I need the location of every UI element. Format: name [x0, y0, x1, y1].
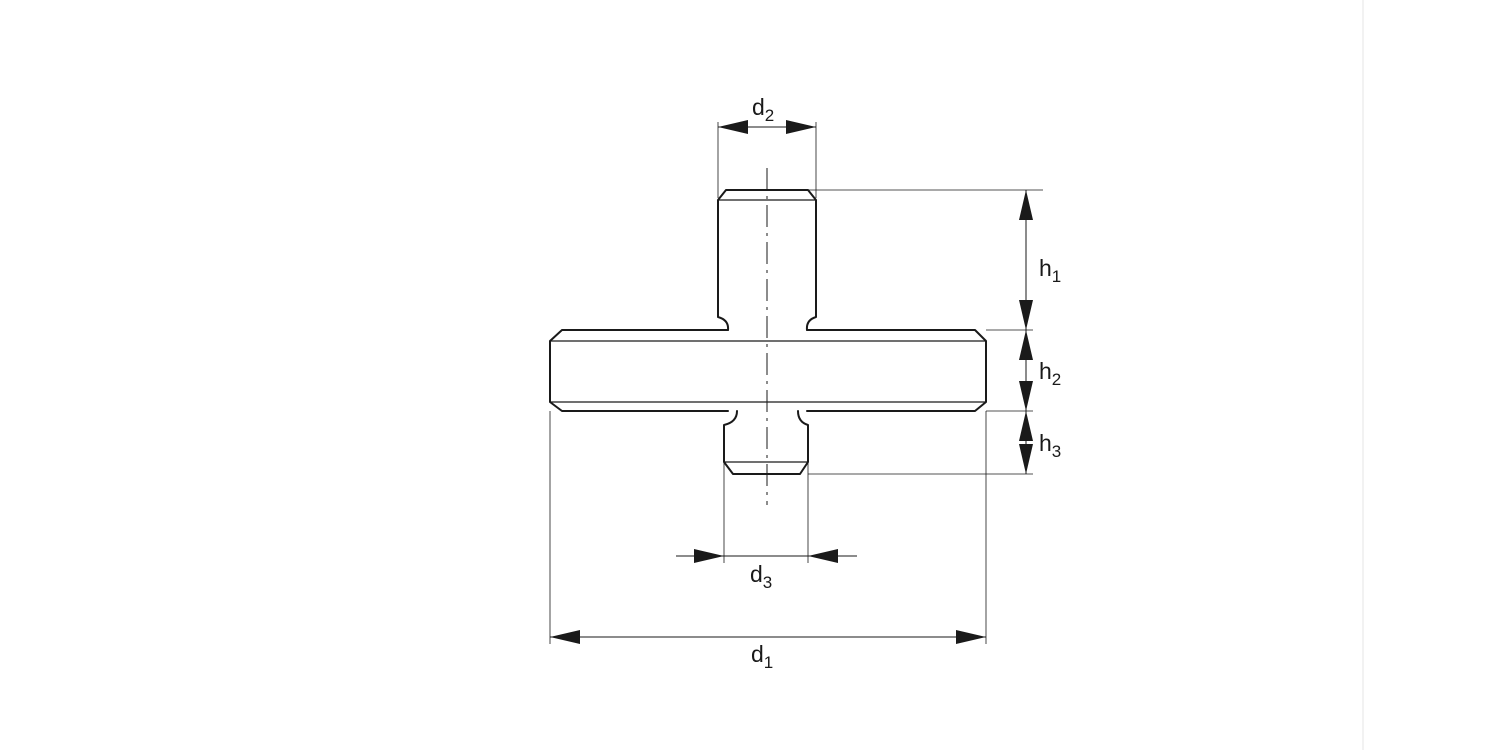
label-h2-sub: 2	[1052, 370, 1061, 389]
label-h3-sub: 3	[1052, 442, 1061, 461]
label-d2: d2	[752, 94, 774, 125]
label-h3: h3	[1039, 430, 1061, 461]
label-d1-sub: 1	[764, 653, 773, 672]
label-d2-base: d	[752, 94, 765, 120]
label-d3-base: d	[750, 561, 763, 587]
dimension-d3	[676, 549, 857, 563]
label-d1: d1	[751, 641, 773, 672]
dimension-h1	[1019, 190, 1033, 330]
label-d3-sub: 3	[763, 573, 772, 592]
label-h2: h2	[1039, 358, 1061, 389]
dimension-d2	[718, 120, 816, 134]
label-h1: h1	[1039, 255, 1061, 286]
label-h3-base: h	[1039, 430, 1052, 456]
lower-pin-outline	[723, 410, 809, 475]
part-outline	[549, 189, 987, 475]
disk-outline	[549, 329, 987, 412]
label-h2-base: h	[1039, 358, 1052, 384]
dimension-h2	[1019, 330, 1033, 411]
label-d1-base: d	[751, 641, 764, 667]
dimension-d1	[550, 630, 986, 644]
dimension-h3	[1019, 411, 1033, 474]
extension-lines	[549, 122, 1043, 644]
label-d2-sub: 2	[765, 106, 774, 125]
label-h1-base: h	[1039, 255, 1052, 281]
label-d3: d3	[750, 561, 772, 592]
label-h1-sub: 1	[1052, 267, 1061, 286]
